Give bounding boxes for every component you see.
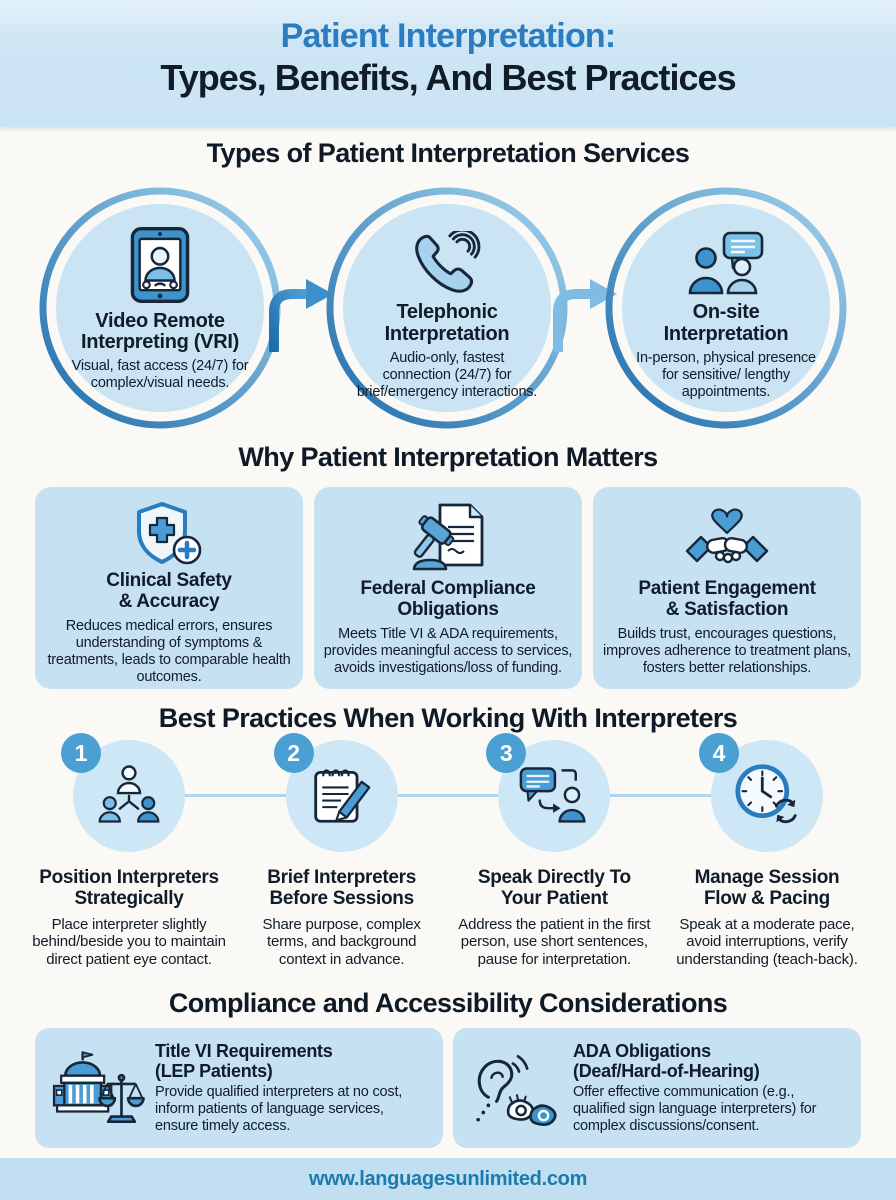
phone-handset-icon xyxy=(413,211,481,295)
best-practices-heading: Best Practices When Working With Interpr… xyxy=(158,703,738,733)
why-card-title: Patient Engagement & Satisfaction xyxy=(638,578,816,621)
type-item-vri: Video Remote Interpreting (VRI) Visual, … xyxy=(38,186,282,430)
gavel-document-icon xyxy=(410,501,486,575)
step-title: Manage Session Flow & Pacing xyxy=(694,867,840,910)
tablet-video-call-icon xyxy=(130,220,190,304)
compliance-card-description: Provide qualified interpreters at no cos… xyxy=(155,1084,403,1135)
step-description: Share purpose, complex terms, and backgr… xyxy=(262,915,421,968)
team-positioning-icon xyxy=(96,764,162,829)
why-section-heading: Why Patient Interpretation Matters xyxy=(238,442,658,472)
step-title: Brief Interpreters Before Sessions xyxy=(267,867,417,910)
notepad-pencil-icon xyxy=(311,763,373,830)
step-icon-circle: 4 xyxy=(698,733,823,852)
flow-arrow-right-icon xyxy=(269,279,333,352)
page-title-rest: Types, Benefits, And Best Practices xyxy=(160,57,736,98)
why-card-description: Meets Title VI & ADA requirements, provi… xyxy=(323,625,573,676)
step-number-badge: 3 xyxy=(486,733,527,773)
step-number-badge: 1 xyxy=(61,733,101,773)
footer-bar: www.languagesunlimited.com xyxy=(0,1158,896,1200)
compliance-cards-row: Title VI Requirements (LEP Patients) Pro… xyxy=(35,1028,861,1148)
circle-ring xyxy=(605,187,847,429)
type-item-telephonic: Telephonic Interpretation Audio-only, fa… xyxy=(325,186,569,430)
page-title-accent: Patient Interpretation: xyxy=(280,17,617,55)
compliance-card-description: Offer effective communication (e.g., qua… xyxy=(573,1084,817,1135)
type-description: Audio-only, fastest connection (24/7) fo… xyxy=(356,349,538,400)
type-description: Visual, fast access (24/7) for complex/v… xyxy=(71,358,249,392)
step-icon-circle: 1 xyxy=(61,733,185,852)
compliance-card-title: Title VI Requirements (LEP Patients) xyxy=(155,1040,333,1082)
flow-arrow-right-icon xyxy=(553,279,617,352)
type-item-onsite: On-site Interpretation In-person, physic… xyxy=(604,186,848,430)
capitol-scales-icon xyxy=(43,1049,155,1127)
header: Patient Interpretation: Types, Benefits,… xyxy=(0,0,896,127)
shield-cross-icon xyxy=(133,501,205,567)
handshake-heart-icon xyxy=(685,501,769,575)
step-number-badge: 4 xyxy=(698,733,739,773)
step-description: Address the patient in the first person,… xyxy=(458,915,651,968)
why-card-description: Reduces medical errors, ensures understa… xyxy=(47,617,291,685)
compliance-card-ada: ADA Obligations (Deaf/Hard-of-Hearing) O… xyxy=(453,1028,861,1148)
why-card-federal-compliance: Federal Compliance Obligations Meets Tit… xyxy=(314,487,582,689)
step-manage-session: 4 Manage Session xyxy=(666,733,868,969)
circle-ring xyxy=(326,187,568,429)
step-icon-circle: 2 xyxy=(273,733,398,852)
compliance-card-title: ADA Obligations (Deaf/Hard-of-Hearing) xyxy=(573,1040,760,1082)
why-card-title: Federal Compliance Obligations xyxy=(360,578,536,621)
step-position-interpreters: 1 Position Interpreters Strategically xyxy=(28,733,230,969)
people-conversation-icon xyxy=(686,211,766,295)
speech-bubble-person-icon xyxy=(519,764,589,829)
why-card-patient-engagement: Patient Engagement & Satisfaction Builds… xyxy=(593,487,861,689)
why-card-description: Builds trust, encourages questions, impr… xyxy=(603,625,851,676)
types-section-heading: Types of Patient Interpretation Services xyxy=(206,138,690,168)
step-number-badge: 2 xyxy=(273,733,314,773)
best-practices-row: 1 Position Interpreters Strategically xyxy=(28,733,868,969)
step-speak-directly: 3 Speak Directly To Your P xyxy=(453,733,655,969)
why-card-clinical-safety: Clinical Safety & Accuracy Reduces medic… xyxy=(35,487,303,689)
compliance-card-title-vi: Title VI Requirements (LEP Patients) Pro… xyxy=(35,1028,443,1148)
step-description: Speak at a moderate pace, avoid interrup… xyxy=(676,915,858,968)
type-title: Video Remote Interpreting (VRI) xyxy=(81,309,239,354)
type-title: On-site Interpretation xyxy=(663,301,789,345)
clock-pacing-icon xyxy=(733,762,801,831)
why-card-title: Clinical Safety & Accuracy xyxy=(106,570,232,613)
type-description: In-person, physical presence for sensiti… xyxy=(636,349,816,400)
steps-connector-line xyxy=(140,794,765,797)
type-title: Telephonic Interpretation xyxy=(384,301,510,345)
ear-sign-language-icon xyxy=(461,1050,573,1126)
step-title: Position Interpreters Strategically xyxy=(39,867,219,910)
step-brief-interpreters: 2 Brief Interpreters Before Sessions Sha… xyxy=(241,733,443,969)
why-cards-row: Clinical Safety & Accuracy Reduces medic… xyxy=(35,487,861,689)
step-icon-circle: 3 xyxy=(486,733,611,852)
compliance-heading: Compliance and Accessibility Considerati… xyxy=(168,988,728,1018)
footer-website: www.languagesunlimited.com xyxy=(308,1167,588,1190)
step-title: Speak Directly To Your Patient xyxy=(477,867,631,910)
step-description: Place interpreter slightly behind/beside… xyxy=(32,915,226,968)
